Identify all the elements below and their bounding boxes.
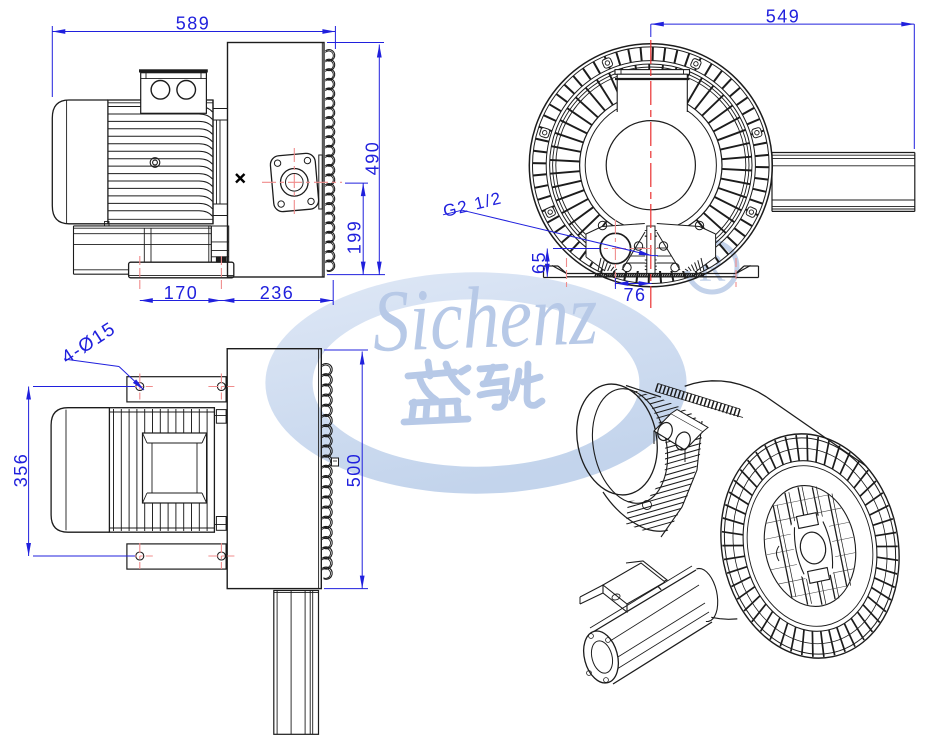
svg-text:356: 356 (11, 453, 31, 488)
svg-text:490: 490 (363, 141, 383, 176)
svg-text:236: 236 (260, 283, 295, 303)
svg-text:589: 589 (176, 14, 211, 34)
svg-text:199: 199 (345, 220, 365, 255)
svg-text:65: 65 (529, 251, 549, 274)
svg-text:76: 76 (623, 285, 646, 305)
svg-text:Sichenz: Sichenz (371, 266, 599, 371)
svg-text:549: 549 (766, 7, 801, 27)
svg-text:170: 170 (164, 283, 199, 303)
svg-text:500: 500 (344, 453, 364, 488)
